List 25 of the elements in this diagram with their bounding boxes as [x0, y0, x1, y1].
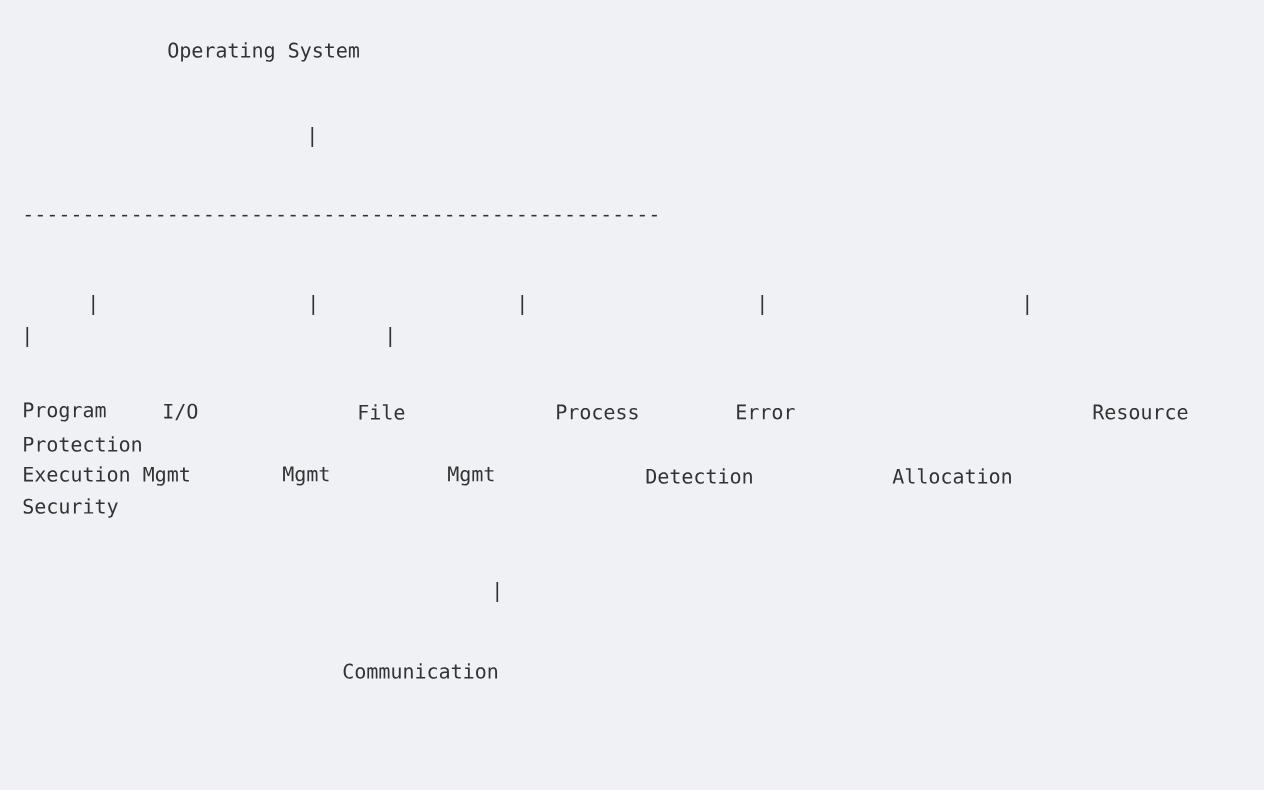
monospace-text: Communication: [343, 663, 497, 679]
monospace-text: Process: [557, 404, 638, 420]
monospace-text: |: [761, 295, 764, 315]
monospace-text: Protection: [24, 436, 141, 452]
monospace-text: |: [1026, 295, 1029, 315]
monospace-text: Operating System: [168, 42, 359, 62]
monospace-text: Mgmt: [448, 466, 494, 486]
monospace-text: |: [311, 127, 314, 147]
monospace-text: Execution Mgmt: [24, 466, 189, 486]
monospace-text: File: [359, 404, 405, 420]
monospace-text: -----------------------------------------------------: [25, 214, 657, 217]
monospace-text: I/O: [164, 403, 198, 421]
monospace-text: |: [389, 327, 392, 347]
monospace-text: Detection: [646, 468, 752, 484]
monospace-text: Program: [24, 402, 106, 422]
monospace-text: Error: [737, 404, 795, 420]
monospace-text: Security: [23, 498, 118, 518]
monospace-text: |: [92, 295, 95, 315]
monospace-text: Allocation: [892, 468, 1011, 484]
monospace-text: |: [496, 582, 499, 602]
monospace-text: |: [26, 327, 29, 347]
monospace-text: |: [521, 295, 524, 315]
monospace-text: Mgmt: [283, 466, 329, 486]
monospace-text: Resource: [1093, 404, 1188, 420]
monospace-text: |: [312, 295, 315, 315]
